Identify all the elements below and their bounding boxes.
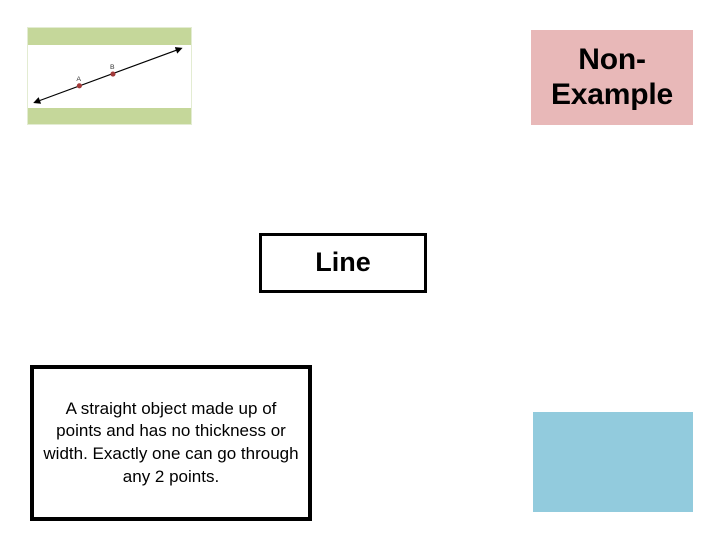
point-b-label: B xyxy=(110,64,115,71)
blue-placeholder-block[interactable] xyxy=(533,412,693,512)
line-with-double-arrow xyxy=(33,47,183,104)
non-example-label: Non-Example xyxy=(551,42,673,111)
term-box[interactable]: Line xyxy=(259,233,427,293)
point-a-label: A xyxy=(76,76,81,83)
non-example-box[interactable]: Non-Example xyxy=(531,30,693,125)
definition-text: A straight object made up of points and … xyxy=(43,398,299,486)
point-a-dot xyxy=(76,83,82,89)
point-b-dot xyxy=(110,71,116,77)
line-diagram-svg: A B xyxy=(33,47,183,104)
term-label: Line xyxy=(315,247,371,278)
example-image-frame[interactable]: A B xyxy=(27,27,192,125)
definition-box[interactable]: A straight object made up of points and … xyxy=(30,365,312,521)
